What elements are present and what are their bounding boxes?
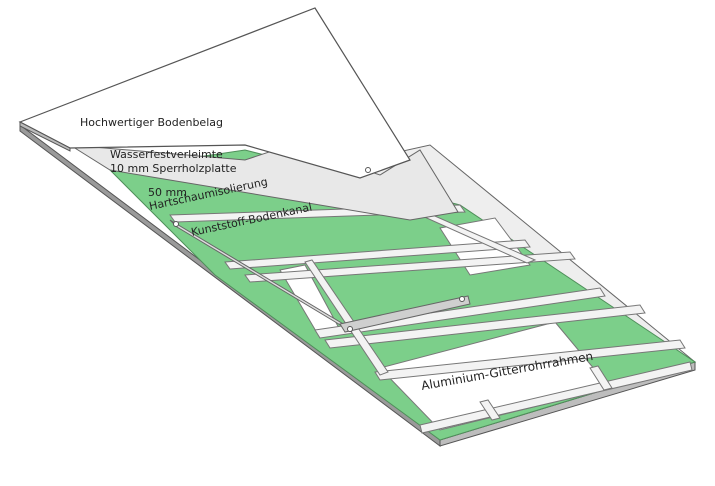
frame-rail	[304, 259, 389, 376]
floor-channel-end	[339, 295, 471, 333]
flooring-edge	[19, 121, 71, 152]
label-foam-line1: 50 mm	[148, 186, 187, 199]
frame-rail	[374, 339, 686, 381]
frame-rail	[244, 251, 576, 283]
frame-rail	[589, 365, 613, 391]
channel-rivet	[173, 221, 179, 227]
frame-rail	[224, 239, 531, 270]
plywood-sheet	[69, 144, 459, 221]
frame-rail	[324, 304, 646, 349]
frame-rail	[314, 287, 606, 339]
channel-rivet	[459, 296, 465, 302]
label-plywood-line1: Wasserfestverleimte	[110, 148, 223, 161]
label-flooring: Hochwertiger Bodenbelag	[80, 116, 223, 129]
channel-rivet	[347, 326, 353, 332]
label-plywood-line2: 10 mm Sperrholzplatte	[110, 162, 237, 175]
frame-rails	[169, 204, 693, 434]
frame-rail	[479, 399, 501, 421]
plywood-screw	[365, 167, 371, 173]
